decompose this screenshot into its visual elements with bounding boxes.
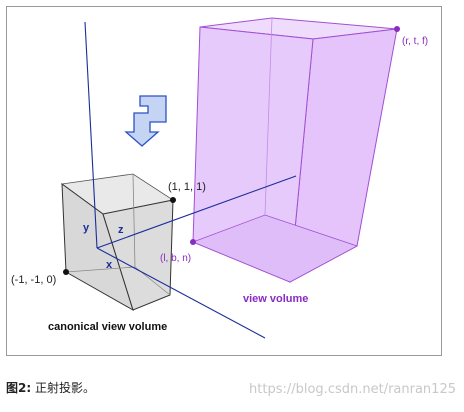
axis-z-label: z [118, 224, 124, 236]
figure-caption: 图2: 正射投影。 [6, 379, 95, 396]
axis-x-label: x [106, 259, 113, 271]
view-corner-rtf-dot [394, 26, 400, 32]
z-axis-line [96, 175, 297, 249]
view-volume-hidden-edges [264, 17, 273, 216]
view-volume-bottom-face [191, 214, 359, 283]
x-axis-line [96, 247, 266, 339]
cube-corner-max-dot [170, 197, 176, 203]
canonical-view-volume-label: canonical view volume [48, 321, 167, 333]
canonical-view-volume [60, 173, 176, 312]
watermark-text: https://blog.csdn.net/ranran125 [249, 382, 456, 397]
caption-text: 正射投影。 [34, 381, 95, 395]
view-corner-rtf-label: (r, t, f) [402, 36, 428, 47]
cube-corner-max-label: (1, 1, 1) [168, 181, 206, 193]
view-volume [190, 17, 400, 283]
y-axis-line [84, 21, 98, 249]
axes [84, 21, 297, 339]
view-corner-lbn-dot [190, 239, 196, 245]
view-volume-label: view volume [243, 293, 308, 305]
axis-y-label: y [83, 222, 90, 234]
projection-direction-arrow-icon [124, 95, 167, 147]
cube-corner-min-dot [63, 269, 69, 275]
cube-corner-min-label: (-1, -1, 0) [11, 274, 56, 286]
view-corner-lbn-label: (l, b, n) [160, 253, 191, 264]
caption-prefix: 图2: [6, 381, 32, 395]
